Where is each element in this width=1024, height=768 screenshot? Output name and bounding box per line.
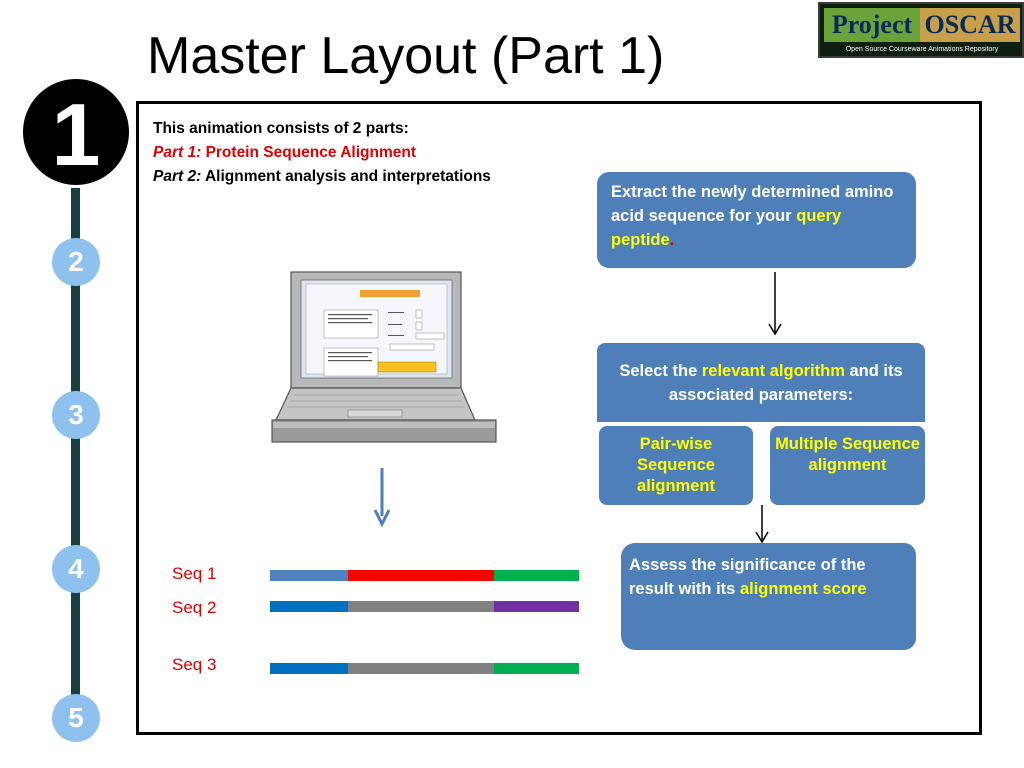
seq-2-bar — [270, 601, 579, 612]
select-algorithm-box: Select the relevant algorithm and its as… — [597, 343, 925, 422]
extract-sequence-box: Extract the newly determined amino acid … — [597, 172, 916, 268]
logo-word-oscar: OSCAR — [920, 8, 1020, 42]
seq-2-label: Seq 2 — [172, 598, 217, 617]
pairwise-alignment-button[interactable]: Pair-wise Sequence alignment — [599, 426, 753, 505]
laptop-to-seq-arrow — [373, 468, 391, 528]
step-2-button[interactable]: 2 — [52, 238, 100, 286]
part1-line: Part 1: Protein Sequence Alignment — [153, 141, 491, 165]
page-title: Master Layout (Part 1) — [147, 27, 665, 85]
multiple-alignment-button[interactable]: Multiple Sequence alignment — [770, 426, 925, 505]
part2-line: Part 2: Alignment analysis and interpret… — [153, 165, 491, 189]
seq-1-label: Seq 1 — [172, 564, 217, 583]
arrow-head-1 — [768, 323, 782, 336]
extract-end: . — [669, 231, 675, 249]
seq-3-label: Seq 3 — [172, 655, 217, 674]
select-text-post: and its associated parameters: — [668, 362, 903, 404]
select-highlight: relevant algorithm — [701, 362, 845, 380]
part2-text: Alignment analysis and interpretations — [204, 168, 491, 185]
part1-text: Protein Sequence Alignment — [205, 144, 416, 161]
laptop-illustration — [271, 271, 497, 443]
part1-label: Part 1: — [153, 144, 202, 161]
step-1-current[interactable]: 1 — [20, 76, 132, 188]
logo-subtitle: Open Source Courseware Animations Reposi… — [845, 46, 999, 53]
step-4-button[interactable]: 4 — [52, 545, 100, 593]
seq-3-bar — [270, 663, 579, 674]
step-5-button[interactable]: 5 — [52, 694, 100, 742]
intro-text: This animation consists of 2 parts: Part… — [153, 117, 491, 189]
extract-text: Extract the newly determined amino acid … — [611, 183, 894, 225]
logo-word-project: Project — [824, 8, 920, 42]
select-text-pre: Select the — [619, 362, 698, 380]
intro-line: This animation consists of 2 parts: — [153, 120, 409, 137]
seq-1-bar — [270, 570, 579, 581]
assess-score-box: Assess the significance of the result wi… — [621, 543, 916, 650]
assess-highlight: alignment score — [739, 580, 867, 598]
part2-label: Part 2: — [153, 168, 202, 185]
step-3-button[interactable]: 3 — [52, 391, 100, 439]
project-oscar-logo: Project OSCAR Open Source Courseware Ani… — [818, 2, 1024, 58]
assess-text: Assess the significance of the result wi… — [629, 556, 866, 598]
extract-highlight: query peptide — [611, 207, 842, 249]
sequence-bars — [270, 570, 579, 674]
arrow-head-2 — [755, 531, 769, 544]
